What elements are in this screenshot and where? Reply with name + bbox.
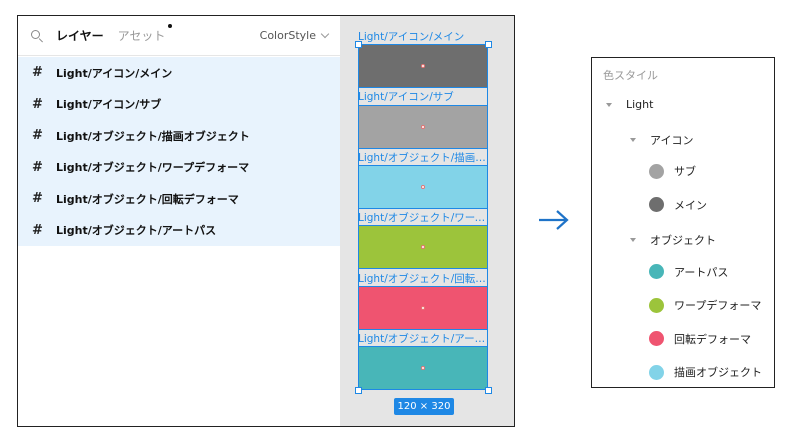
design-canvas[interactable]: Light/アイコン/メイン Light/アイコン/サブ Light/オブジェクト/…	[340, 16, 514, 426]
color-swatch	[649, 197, 664, 212]
color-style-item[interactable]: 回転デフォーマ	[649, 331, 751, 347]
color-frame[interactable]	[358, 286, 488, 330]
color-style-name: サブ	[674, 165, 696, 178]
color-style-item[interactable]: アートパス	[649, 264, 728, 280]
color-swatch	[649, 264, 664, 279]
style-group-label: アイコン	[650, 133, 694, 147]
color-style-name: 描画オブジェクト	[674, 366, 762, 379]
caret-down-icon[interactable]	[630, 238, 636, 242]
frame-label[interactable]: Light/アイコン/メイン	[358, 31, 465, 43]
center-point-icon	[421, 185, 425, 189]
tab-assets-label: アセット	[117, 29, 166, 43]
color-style-name: 回転デフォーマ	[674, 332, 751, 346]
layers-panel: レイヤー アセット ColorStyle # Light/アイコン/メイン # Li…	[18, 16, 340, 426]
caret-down-icon[interactable]	[630, 137, 636, 142]
layer-name: Light/オブジェクト/描画オブジェクト	[56, 129, 250, 143]
style-group-label: オブジェクト	[650, 234, 716, 247]
center-point-icon	[421, 306, 425, 310]
layer-name: Light/オブジェクト/回転デフォーマ	[56, 192, 239, 206]
layer-row[interactable]: # Light/アイコン/メイン	[18, 57, 340, 89]
frame-icon: #	[32, 65, 43, 81]
frame-icon: #	[32, 222, 43, 238]
resize-handle-top-left[interactable]	[355, 41, 362, 48]
panel-tab-bar: レイヤー アセット ColorStyle	[18, 16, 340, 56]
center-point-icon	[421, 245, 425, 249]
design-app-window: レイヤー アセット ColorStyle # Light/アイコン/メイン # Li…	[17, 15, 515, 427]
frame-label[interactable]: Light/オブジェクト/描画オブジェクト	[358, 152, 490, 164]
frame-label[interactable]: Light/オブジェクト/回転デフォーマ	[358, 273, 490, 285]
color-style-name: アートパス	[674, 265, 729, 279]
color-style-name: メイン	[674, 198, 707, 212]
color-swatch	[649, 331, 664, 346]
notification-dot	[168, 24, 173, 28]
frame-icon: #	[32, 96, 43, 112]
layer-list: # Light/アイコン/メイン # Light/アイコン/サブ # Light/オブ…	[18, 57, 340, 246]
color-swatch	[649, 163, 664, 179]
layer-row[interactable]: # Light/オブジェクト/ワープデフォーマ	[18, 152, 340, 184]
frame-icon: #	[32, 159, 43, 175]
frame-icon: #	[32, 191, 43, 207]
frame-label[interactable]: Light/オブジェクト/アートパス	[358, 333, 490, 345]
center-point-icon	[421, 366, 425, 370]
resize-handle-bottom-right[interactable]	[485, 387, 492, 394]
style-group-label: Light	[626, 98, 654, 111]
layer-row[interactable]: # Light/オブジェクト/描画オブジェクト	[18, 120, 340, 152]
style-group[interactable]: アイコン	[630, 132, 693, 148]
layer-name: Light/アイコン/サブ	[56, 98, 162, 112]
layer-name: Light/アイコン/メイン	[56, 66, 173, 80]
color-style-name: ワープデフォーマ	[674, 299, 762, 312]
layer-row[interactable]: # Light/アイコン/サブ	[18, 89, 340, 121]
color-frame[interactable]	[358, 165, 488, 209]
panel-title: 色スタイル	[603, 69, 658, 82]
layer-row[interactable]: # Light/オブジェクト/回転デフォーマ	[18, 183, 340, 215]
selection-size-badge: 120 × 320	[394, 398, 454, 415]
color-style-item[interactable]: ワープデフォーマ	[649, 297, 761, 313]
page-selector[interactable]: ColorStyle	[259, 29, 330, 42]
chevron-down-icon	[320, 29, 330, 39]
arrow-right-icon	[539, 210, 569, 230]
style-group[interactable]: オブジェクト	[630, 232, 716, 248]
color-frame[interactable]	[358, 346, 488, 390]
layer-name: Light/オブジェクト/アートパス	[56, 224, 217, 238]
color-frame[interactable]	[358, 225, 488, 269]
resize-handle-top-right[interactable]	[485, 41, 492, 48]
color-style-item[interactable]: 描画オブジェクト	[649, 364, 762, 380]
color-style-item[interactable]: メイン	[649, 197, 707, 213]
page-selector-label: ColorStyle	[259, 29, 316, 42]
layer-row[interactable]: # Light/オブジェクト/アートパス	[18, 215, 340, 247]
layer-name: Light/オブジェクト/ワープデフォーマ	[56, 161, 250, 175]
center-point-icon	[421, 125, 425, 129]
tab-assets[interactable]: アセット	[117, 24, 173, 44]
color-swatch	[649, 297, 664, 313]
frame-icon: #	[32, 128, 43, 144]
caret-down-icon[interactable]	[606, 102, 612, 107]
color-frame[interactable]	[358, 44, 488, 88]
frame-label[interactable]: Light/オブジェクト/ワープデフォーマ	[358, 212, 490, 224]
resize-handle-bottom-left[interactable]	[355, 387, 362, 394]
tab-layers[interactable]: レイヤー	[56, 29, 104, 43]
style-group-root[interactable]: Light	[606, 98, 653, 111]
color-style-item[interactable]: サブ	[649, 163, 696, 179]
color-styles-panel: 色スタイル Light アイコンサブメインオブジェクトアートパスワープデフォーマ回…	[591, 57, 775, 388]
frame-label[interactable]: Light/アイコン/サブ	[358, 91, 454, 103]
color-swatch	[649, 364, 664, 380]
center-point-icon	[421, 64, 425, 68]
search-icon[interactable]	[30, 29, 44, 43]
color-frame[interactable]	[358, 105, 488, 149]
